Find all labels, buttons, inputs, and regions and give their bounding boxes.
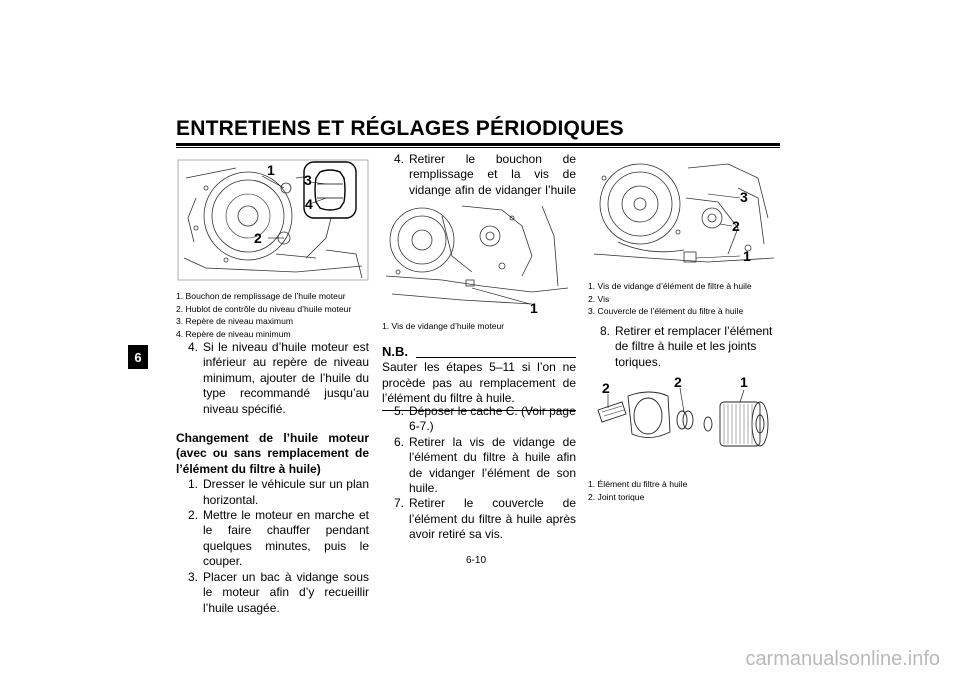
- fig3-caption: 1. Vis de vidange d’élément de filtre à …: [588, 280, 788, 318]
- fig1-caption-2: 2. Hublot de contrôle du niveau d’huile …: [176, 303, 352, 314]
- right-step-8: 8. Retirer et remplacer l’élément de fil…: [588, 324, 782, 370]
- engine-drain-illustration: [385, 205, 569, 305]
- fig1-caption: 1. Bouchon de remplissage de l’huile mot…: [176, 290, 376, 340]
- fig1-callout-4: 4: [305, 196, 313, 212]
- fig1-caption-3: 3. Repère de niveau maximum: [176, 316, 294, 327]
- left-step-1: 1. Dresser le véhicule sur un plan horiz…: [176, 477, 369, 508]
- step-number: 6.: [393, 434, 404, 449]
- step-number: 4.: [187, 340, 198, 354]
- middle-step-7: 7. Retirer le couvercle de l’élément du …: [382, 496, 576, 542]
- fig1-caption-4: 4. Repère de niveau minimum: [176, 328, 291, 339]
- step-number: 1.: [187, 477, 198, 492]
- fig1-callout-1: 1: [267, 162, 275, 178]
- step-text: Retirer la vis de vidange de l’élément d…: [409, 434, 576, 496]
- fig4-caption-1: 1. Élément du filtre à huile: [588, 479, 688, 489]
- page-title: ENTRETIENS ET RÉGLAGES PÉRIODIQUES: [176, 117, 624, 140]
- left-step-3: 3. Placer un bac à vidange sous le moteu…: [176, 570, 369, 616]
- engine-oil-level-figure: 1 3 4 2: [176, 158, 370, 282]
- engine-left-illustration: [177, 159, 369, 281]
- fig1-caption-1: 1. Bouchon de remplissage de l’huile mot…: [176, 291, 346, 301]
- fig4-caption-2: 2. Joint torique: [588, 491, 645, 502]
- nb-title: N.B.: [382, 344, 408, 359]
- engine-right-illustration: [593, 163, 775, 263]
- step-text: Retirer le couvercle de l’élément du fil…: [409, 496, 576, 542]
- middle-step-5: 5. Déposer le cache C. (Voir page 6-7.): [382, 404, 576, 435]
- left-step-4: 4. Si le niveau d’huile moteur est infér…: [176, 340, 369, 417]
- fig2-callout-1: 1: [530, 300, 538, 316]
- page-number: 6-10: [466, 555, 487, 566]
- watermark: carmanualsonline.info: [745, 648, 940, 670]
- filter-parts-illustration: [597, 387, 769, 447]
- right-step-8-block: 8. Retirer et remplacer l’élément de fil…: [588, 324, 782, 370]
- step-number: 4.: [393, 152, 404, 166]
- fig2-caption-1: 1. Vis de vidange d’huile moteur: [382, 321, 505, 331]
- step-number: 5.: [393, 404, 404, 418]
- step-number: 2.: [187, 508, 198, 523]
- filter-element-figure: 2 2 1: [588, 372, 782, 472]
- left-step-2: 2. Mettre le moteur en marche et le fair…: [176, 508, 369, 570]
- header-rule-thin: [176, 147, 780, 148]
- fig1-callout-2: 2: [254, 230, 262, 246]
- fig3-callout-1: 1: [743, 248, 751, 264]
- fig4-caption: 1. Élément du filtre à huile 2. Joint to…: [588, 478, 788, 503]
- fig3-caption-3: 3. Couvercle de l’élément du filtre à hu…: [588, 306, 744, 317]
- step-text: Déposer le cache C. (Voir page 6-7.): [409, 404, 576, 434]
- header-rule: [176, 143, 780, 146]
- fig1-callout-3: 3: [304, 172, 312, 188]
- nb-text: Sauter les étapes 5–11 si l’on ne procèd…: [382, 360, 576, 406]
- fig3-caption-1: 1. Vis de vidange d’élément de filtre à …: [588, 281, 752, 291]
- nb-rule-top: [416, 357, 576, 359]
- step-text: Mettre le moteur en marche et le faire c…: [203, 508, 369, 569]
- middle-step-6: 6. Retirer la vis de vidange de l’élémen…: [382, 435, 576, 497]
- nb-rule-bottom: [382, 409, 576, 411]
- fig3-caption-2: 2. Vis: [588, 293, 610, 304]
- fig3-callout-3: 3: [740, 189, 748, 205]
- step-text: Retirer et remplacer l’élément de filtre…: [615, 324, 773, 369]
- fig4-callout-2-left: 2: [602, 380, 610, 396]
- drain-bolt-figure: 1: [382, 196, 576, 316]
- step-number: 3.: [187, 569, 198, 584]
- section-heading: Changement de l’huile moteur (avec ou sa…: [176, 431, 369, 476]
- left-text-column: 4. Si le niveau d’huile moteur est infér…: [176, 340, 369, 616]
- fig4-callout-1: 1: [740, 374, 748, 390]
- step-text: Placer un bac à vidange sous le moteur a…: [203, 569, 369, 615]
- step-number: 8.: [599, 324, 610, 338]
- fig3-callout-2: 2: [732, 218, 740, 234]
- fig2-caption: 1. Vis de vidange d’huile moteur: [382, 320, 582, 333]
- chapter-tab: 6: [128, 345, 148, 369]
- step-text: Dresser le véhicule sur un plan horizont…: [203, 477, 369, 507]
- filter-cover-figure: 3 2 1: [588, 158, 782, 278]
- middle-steps: 5. Déposer le cache C. (Voir page 6-7.) …: [382, 404, 576, 543]
- step-text: Si le niveau d’huile moteur est inférieu…: [203, 340, 369, 416]
- fig4-callout-2-right: 2: [674, 374, 682, 390]
- step-number: 7.: [393, 496, 404, 511]
- nb-block: N.B. Sauter les étapes 5–11 si l’on ne p…: [382, 344, 576, 411]
